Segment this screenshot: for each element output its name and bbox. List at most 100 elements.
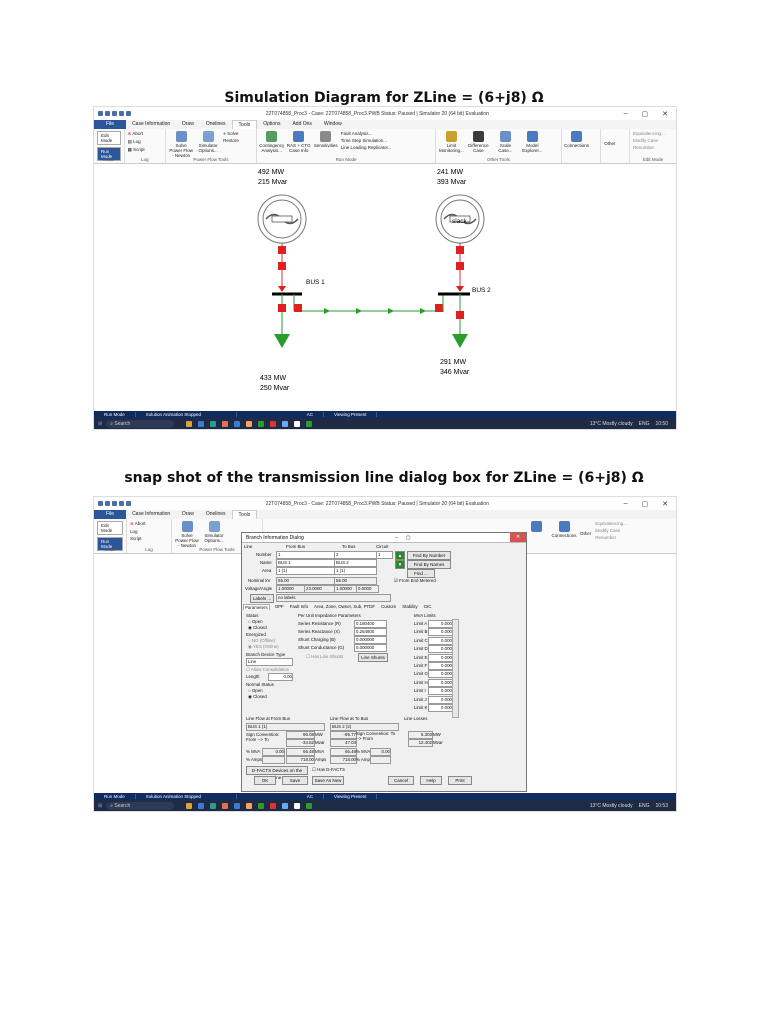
other-dropdown[interactable]: Other bbox=[604, 141, 616, 146]
other-dropdown-2[interactable]: Other bbox=[580, 531, 592, 536]
windows-start-icon-2[interactable]: ⊞ bbox=[98, 802, 103, 809]
limit-field[interactable]: 0.000 bbox=[428, 645, 453, 654]
limit-field[interactable]: 0.000 bbox=[428, 687, 453, 696]
contingency-button[interactable]: Contingency Analysis... bbox=[259, 131, 284, 161]
find-by-number-button[interactable]: Find By Number bbox=[407, 551, 451, 560]
oneline-diagram-2[interactable]: Branch Information Dialog – ▢ ✕ Line Fro… bbox=[94, 532, 676, 794]
menu-onelines-2[interactable]: Onelines bbox=[205, 511, 226, 517]
simulator-options-button[interactable]: Simulator Options... bbox=[196, 131, 220, 161]
tab-area-zone[interactable]: Area, Zone, Owner, Sub, PTDF bbox=[314, 604, 376, 609]
run-mode-button[interactable]: Run Mode bbox=[97, 147, 121, 161]
dialog-minimize-icon[interactable]: – bbox=[395, 534, 398, 541]
model-explorer-button[interactable]: Model Explorer... bbox=[520, 131, 544, 161]
shunt-b-field[interactable]: 0.000000 bbox=[354, 636, 387, 644]
energized-yes-radio[interactable]: ◉ YES (Online) bbox=[248, 644, 279, 649]
restore-button[interactable]: Restore bbox=[223, 138, 239, 143]
limit-field[interactable]: 0.000 bbox=[428, 662, 453, 670]
nav-down-icon[interactable]: ▼ bbox=[395, 560, 405, 569]
print-button[interactable]: Print bbox=[448, 776, 472, 785]
from-number-field[interactable]: 1 bbox=[276, 551, 335, 559]
menu-tools[interactable]: Tools bbox=[231, 119, 258, 130]
limit-field[interactable]: 0.000 bbox=[428, 653, 453, 662]
abort-button-2[interactable]: ⊗ Abort bbox=[130, 521, 146, 526]
series-x-field[interactable]: 0.264800 bbox=[354, 628, 387, 636]
connections-button-2[interactable]: Connections bbox=[551, 521, 577, 540]
edit-mode-button-2[interactable]: Edit Mode bbox=[97, 521, 123, 535]
windows-start-icon[interactable]: ⊞ bbox=[98, 420, 103, 427]
energized-no-radio[interactable]: ○ NO (Offline) bbox=[248, 638, 276, 643]
script-button[interactable]: ▦ Script bbox=[127, 147, 145, 152]
minimize-icon-2[interactable]: – bbox=[623, 499, 628, 507]
solve-button[interactable]: ● Solve bbox=[223, 131, 239, 136]
renumber-button[interactable]: Renumber bbox=[633, 145, 655, 150]
limit-field[interactable]: 0.000 bbox=[428, 670, 453, 679]
tab-fault-info[interactable]: Fault Info bbox=[289, 604, 309, 609]
clock-2[interactable]: 10:53 bbox=[655, 802, 668, 809]
menu-draw[interactable]: Draw bbox=[182, 121, 194, 127]
device-type-select[interactable]: Line bbox=[246, 658, 293, 666]
from-name-field[interactable]: BUS 1 bbox=[276, 559, 335, 567]
renumber-button-2[interactable]: Renumber bbox=[595, 535, 617, 540]
tab-parameters[interactable]: Parameters bbox=[243, 604, 270, 610]
line-loading-button[interactable]: Line Loading Replicator... bbox=[340, 145, 392, 150]
gen2-breaker-2[interactable] bbox=[456, 262, 464, 270]
menu-tools-2[interactable]: Tools bbox=[231, 509, 258, 520]
to-number-field[interactable]: 2 bbox=[334, 551, 377, 559]
maximize-icon[interactable]: ▢ bbox=[641, 110, 649, 118]
menu-options[interactable]: Options bbox=[263, 121, 281, 127]
tab-opf[interactable]: OPF bbox=[274, 604, 284, 609]
line-shunts-button[interactable]: Line Shunts bbox=[358, 653, 388, 662]
tab-stability[interactable]: Stability bbox=[402, 604, 418, 609]
modify-case-button-2[interactable]: Modify Case bbox=[595, 528, 621, 533]
minimize-icon[interactable]: – bbox=[623, 109, 628, 117]
generator-2-slack-icon[interactable] bbox=[435, 194, 485, 244]
find-button[interactable]: Find ... bbox=[407, 569, 435, 578]
load1-breaker[interactable] bbox=[278, 304, 286, 312]
edit-mode-button[interactable]: Edit Mode bbox=[97, 131, 121, 145]
cancel-button[interactable]: Cancel bbox=[388, 776, 414, 785]
abort-button[interactable]: ⊗ Abort bbox=[127, 131, 144, 136]
model-explorer-button-2[interactable] bbox=[524, 521, 548, 540]
normal-closed-radio[interactable]: ◉ Closed bbox=[248, 694, 267, 699]
save-as-new-button[interactable]: Save As New bbox=[312, 776, 344, 785]
time-step-button[interactable]: Time Step Simulation... bbox=[340, 138, 388, 143]
limit-field[interactable]: 0.000 bbox=[428, 678, 453, 687]
gen1-breaker[interactable] bbox=[278, 246, 286, 254]
taskbar-apps[interactable] bbox=[186, 420, 313, 427]
equivalencing-button[interactable]: Equivalencing... bbox=[633, 131, 665, 136]
scale-case-button[interactable]: Scale Case... bbox=[493, 131, 517, 161]
lang-indicator[interactable]: ENG bbox=[638, 420, 650, 427]
dfacts-button[interactable]: D-FACTS Devices on the Line bbox=[246, 766, 308, 780]
close-icon[interactable]: ✕ bbox=[662, 110, 668, 118]
quick-access-toolbar-2[interactable] bbox=[98, 501, 131, 506]
status-open-radio[interactable]: ○ Open bbox=[248, 619, 263, 624]
tab-custom[interactable]: Custom bbox=[381, 604, 397, 609]
menu-draw-2[interactable]: Draw bbox=[182, 511, 194, 517]
equivalencing-button-2[interactable]: Equivalencing... bbox=[595, 521, 628, 526]
dialog-close-icon[interactable]: ✕ bbox=[509, 533, 526, 542]
limit-field[interactable]: 0.000 bbox=[428, 620, 453, 628]
series-r-field[interactable]: 0.180400 bbox=[354, 620, 387, 628]
limit-field[interactable]: 0.000 bbox=[428, 704, 453, 712]
solve-power-flow-button[interactable]: Solve Power Flow - Newton bbox=[169, 131, 193, 161]
close-icon-2[interactable]: ✕ bbox=[662, 500, 668, 508]
connections-button[interactable]: Connections bbox=[564, 131, 589, 161]
status-closed-radio[interactable]: ◉ Closed bbox=[248, 625, 267, 630]
taskbar-apps-2[interactable] bbox=[186, 802, 313, 809]
quick-access-toolbar[interactable] bbox=[98, 111, 131, 116]
gen1-breaker-2[interactable] bbox=[278, 262, 286, 270]
has-dfacts-checkbox[interactable]: ☐ Has D-FACTS bbox=[312, 767, 345, 772]
menu-file[interactable]: File bbox=[94, 120, 127, 129]
load-1-arrow-icon[interactable] bbox=[274, 334, 290, 348]
has-line-shunts-checkbox[interactable]: ☐ Has Line Shunts bbox=[306, 654, 344, 659]
ok-button[interactable]: OK bbox=[254, 776, 276, 785]
generator-1-icon[interactable] bbox=[257, 194, 307, 244]
find-by-names-button[interactable]: Find By Names bbox=[407, 560, 451, 569]
weather-text[interactable]: 13°C Mostly cloudy bbox=[589, 420, 633, 427]
allow-consolidation-checkbox[interactable]: ☐ Allow Consolidation bbox=[246, 667, 290, 672]
length-field[interactable]: 0.00 bbox=[268, 673, 293, 681]
save-button[interactable]: Save bbox=[282, 776, 308, 785]
sensitivities-button[interactable]: Sensitivities bbox=[314, 131, 338, 161]
dialog-maximize-icon[interactable]: ▢ bbox=[405, 534, 411, 541]
difference-case-button[interactable]: Difference Case bbox=[466, 131, 490, 161]
